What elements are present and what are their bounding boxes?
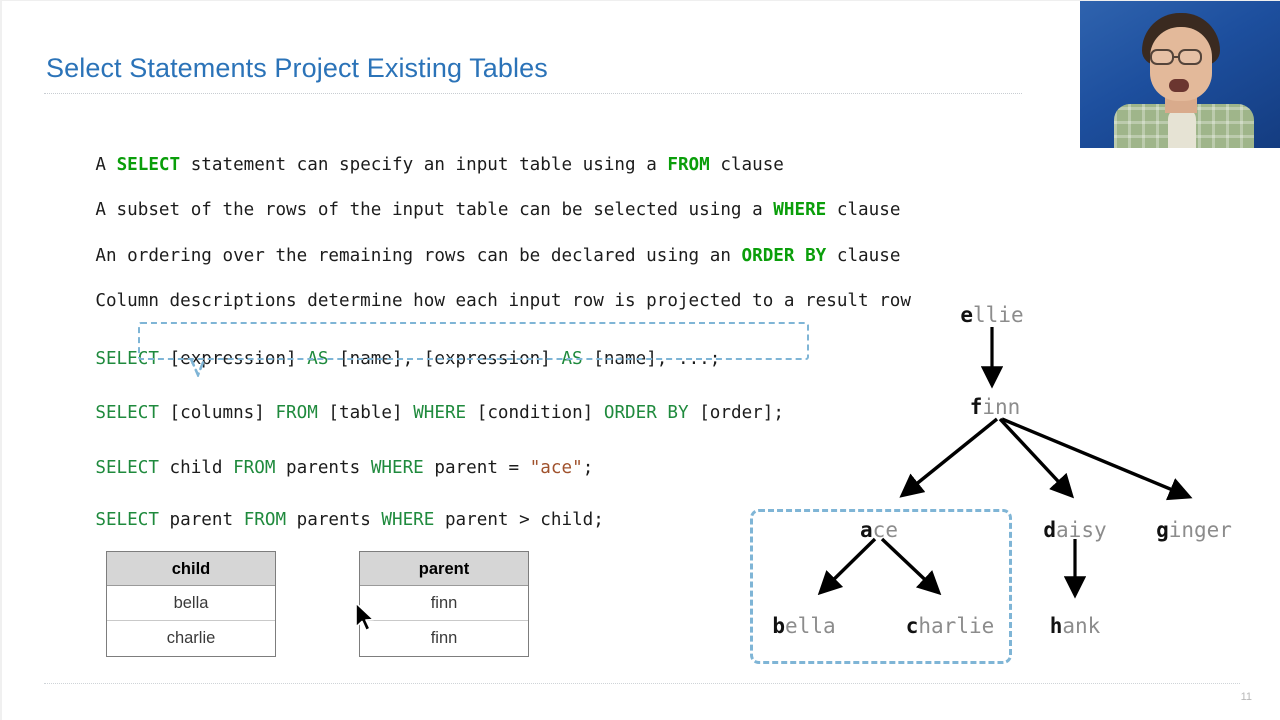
code-text: [order]; (688, 403, 784, 423)
prose-text: A subset of the rows of the input table … (95, 200, 774, 220)
code-query-child: SELECT child FROM parents WHERE parent =… (53, 438, 593, 498)
keyword-from: FROM (243, 510, 287, 530)
table-row: finn (430, 629, 458, 647)
code-text: ; (582, 458, 594, 478)
node-daisy: daisy (1043, 518, 1106, 542)
prose-line-columns: Column descriptions determine how each i… (53, 271, 911, 331)
mouse-cursor-icon (355, 602, 375, 632)
node-rest: ella (785, 614, 836, 638)
result-table-child: child bella charlie (106, 551, 276, 657)
node-rest: harlie (918, 614, 995, 638)
keyword-select: SELECT (95, 403, 159, 423)
code-text: child (158, 458, 234, 478)
node-initial: e (960, 303, 974, 327)
prose-line-orderby: An ordering over the remaining rows can … (53, 226, 900, 286)
prose-text: statement can specify an input table usi… (180, 155, 668, 175)
keyword-select: SELECT (116, 155, 181, 175)
table-header-cell: child (107, 552, 275, 586)
node-rest: llie (973, 303, 1024, 327)
family-tree-diagram: ellie finn ace daisy ginger bella charli… (732, 291, 1280, 681)
webcam-glasses-left-icon (1150, 49, 1174, 65)
webcam-glasses-right-icon (1178, 49, 1202, 65)
prose-line-where: A subset of the rows of the input table … (53, 180, 900, 240)
node-charlie: charlie (906, 614, 995, 638)
node-rest: aisy (1056, 518, 1107, 542)
table-header-cell: parent (360, 552, 528, 586)
webcam-video-overlay[interactable] (1080, 1, 1280, 150)
code-template-full: SELECT [columns] FROM [table] WHERE [con… (53, 383, 784, 443)
node-initial: f (969, 395, 983, 419)
prose-text: clause (826, 200, 901, 220)
node-initial: a (860, 518, 873, 542)
code-text: parents (275, 458, 371, 478)
node-initial: h (1049, 614, 1063, 638)
webcam-mouth (1169, 79, 1189, 92)
keyword-from: FROM (667, 155, 710, 175)
keyword-select: SELECT (95, 510, 159, 530)
node-rest: ank (1062, 614, 1101, 638)
node-ace: ace (860, 518, 898, 542)
keyword-where: WHERE (413, 403, 467, 423)
footer-divider (44, 683, 1240, 684)
node-rest: ce (872, 518, 898, 542)
prose-line-from: A SELECT statement can specify an input … (53, 135, 784, 195)
code-query-parent: SELECT parent FROM parents WHERE parent … (53, 490, 604, 550)
prose-text: clause (826, 246, 901, 266)
table-row: finn (360, 586, 528, 621)
code-text: [table] (317, 403, 414, 423)
edge-finn-ginger (1001, 417, 1193, 501)
webcam-undershirt (1168, 109, 1196, 148)
node-finn: finn (970, 395, 1021, 419)
code-text: parent (158, 510, 244, 530)
code-text: [columns] (158, 403, 276, 423)
keyword-where: WHERE (381, 510, 435, 530)
node-initial: b (772, 614, 786, 638)
expression-callout-tail-icon (190, 359, 206, 377)
code-text: parent = (423, 458, 530, 478)
node-initial: d (1043, 518, 1057, 542)
node-rest: inn (982, 395, 1021, 419)
keyword-select: SELECT (95, 458, 159, 478)
code-text: parents (286, 510, 382, 530)
edge-ace-bella (817, 537, 877, 596)
webcam-glasses-bridge (1174, 56, 1180, 58)
node-ginger: ginger (1156, 518, 1232, 542)
prose-text: A (95, 155, 117, 175)
node-initial: g (1156, 518, 1169, 542)
keyword-select: SELECT (95, 349, 159, 369)
tree-callout-box (750, 509, 1012, 664)
keyword-from: FROM (233, 458, 276, 478)
edge-finn-daisy (998, 417, 1075, 499)
keyword-order-by: ORDER BY (741, 246, 827, 266)
page-number: 11 (1240, 691, 1252, 703)
node-ellie: ellie (960, 303, 1023, 327)
result-table-parent: parent finn finn (359, 551, 529, 657)
tree-edges-svg (817, 327, 1193, 599)
prose-text: An ordering over the remaining rows can … (95, 246, 742, 266)
keyword-order-by: ORDER BY (603, 403, 689, 423)
edge-ace-charlie (880, 537, 942, 596)
code-text: parent > child; (434, 510, 604, 530)
expression-callout-box (138, 322, 809, 360)
table-row: charlie (166, 629, 216, 647)
table-row: bella (107, 586, 275, 621)
code-text: [condition] (466, 403, 604, 423)
edge-finn-ace (899, 417, 999, 498)
title-divider (44, 93, 1022, 94)
keyword-where: WHERE (370, 458, 424, 478)
node-rest: inger (1168, 518, 1232, 542)
keyword-from: FROM (275, 403, 318, 423)
node-hank: hank (1050, 614, 1101, 638)
prose-text: Column descriptions determine how each i… (95, 291, 911, 311)
string-literal-ace: "ace" (529, 458, 583, 478)
node-bella: bella (772, 614, 835, 638)
page-title: Select Statements Project Existing Table… (46, 53, 548, 83)
keyword-where: WHERE (773, 200, 827, 220)
prose-text: clause (709, 155, 784, 175)
node-initial: c (905, 614, 919, 638)
